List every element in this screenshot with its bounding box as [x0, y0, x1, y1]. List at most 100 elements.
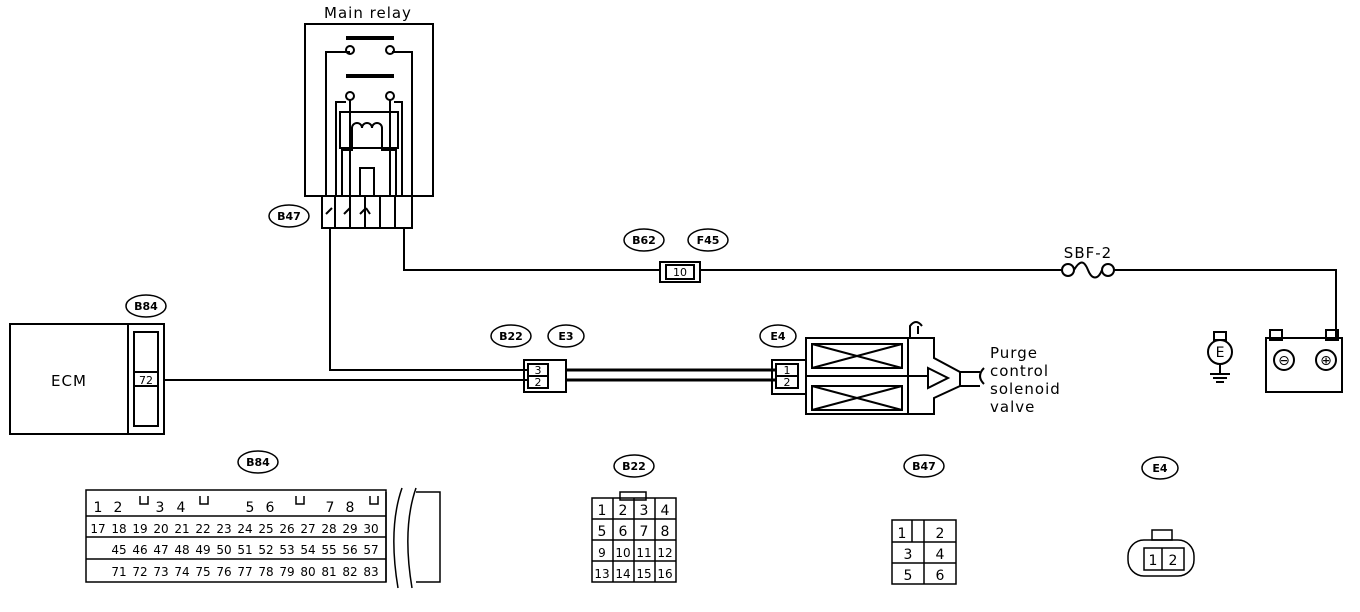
face-b84-title: B84: [246, 456, 270, 469]
b84-pin-30: 30: [363, 522, 378, 536]
b84-pin-20: 20: [153, 522, 168, 536]
connector-b47-label: B47: [277, 210, 301, 223]
b84-pin-55: 55: [321, 543, 336, 557]
oval-face-b84: [237, 450, 279, 474]
oval-e4: [759, 324, 797, 348]
pin-e4-1: 1: [784, 364, 791, 377]
b84-pin-83: 83: [363, 565, 378, 579]
b84-face: [85, 487, 441, 589]
b47-pin-1: 1: [898, 526, 907, 542]
main-relay-label: Main relay: [324, 4, 412, 22]
b84-pin-50: 50: [216, 543, 231, 557]
b84-pin-48: 48: [174, 543, 189, 557]
b84-pin-71: 71: [111, 565, 126, 579]
sbf-label: SBF-2: [1064, 244, 1112, 262]
pin-b22-2: 2: [535, 376, 542, 389]
b22-pin-1: 1: [598, 503, 607, 519]
b84-pin-82: 82: [342, 565, 357, 579]
b84-pin-5: 5: [246, 500, 255, 516]
face-b47-title: B47: [912, 460, 936, 473]
b84-pin-45: 45: [111, 543, 126, 557]
purge-label-4: valve: [990, 398, 1035, 416]
oval-f45: [687, 228, 729, 252]
connector-e4-label: E4: [770, 330, 786, 343]
b84-pin-49: 49: [195, 543, 210, 557]
connector-f45-label: F45: [697, 234, 720, 247]
b84-pin-74: 74: [174, 565, 189, 579]
connector-b84-label: B84: [134, 300, 158, 313]
b84-pin-46: 46: [132, 543, 147, 557]
b84-pin-29: 29: [342, 522, 357, 536]
b84-pin-77: 77: [237, 565, 252, 579]
wire-relay-to-b62: [403, 228, 660, 271]
b84-pin-80: 80: [300, 565, 315, 579]
b84-pin-79: 79: [279, 565, 294, 579]
b84-pin-57: 57: [363, 543, 378, 557]
b84-pin-2: 2: [114, 500, 123, 516]
b22-pin-11: 11: [636, 546, 651, 560]
b84-pin-8: 8: [346, 500, 355, 516]
pin-e4-2: 2: [784, 376, 791, 389]
b84-pin-78: 78: [258, 565, 273, 579]
wire-sbf-to-battery: [1114, 269, 1337, 338]
pin-ecm-72: 72: [139, 374, 153, 387]
b84-pin-23: 23: [216, 522, 231, 536]
b62-connector: [659, 261, 701, 283]
b84-pin-52: 52: [258, 543, 273, 557]
purge-label-1: Purge: [990, 344, 1038, 362]
b84-pin-28: 28: [321, 522, 336, 536]
battery: [1265, 329, 1343, 393]
b22-pin-10: 10: [615, 546, 630, 560]
b47-pin-3: 3: [904, 547, 913, 563]
purge-solenoid: [805, 321, 985, 415]
b22-pin-8: 8: [661, 524, 670, 540]
b84-pin-18: 18: [111, 522, 126, 536]
b47-pin-6: 6: [936, 568, 945, 584]
b84-pin-51: 51: [237, 543, 252, 557]
b84-pin-56: 56: [342, 543, 357, 557]
b22-pin-6: 6: [619, 524, 628, 540]
b22-pin-3: 3: [640, 503, 649, 519]
b84-pin-24: 24: [237, 522, 252, 536]
e4-face: [1127, 529, 1195, 577]
b47-pin-5: 5: [904, 568, 913, 584]
e4-face-pin-2: 2: [1169, 553, 1178, 569]
face-b22-title: B22: [622, 460, 646, 473]
b22-face: [591, 491, 677, 583]
b84-pin-81: 81: [321, 565, 336, 579]
b47-face: [891, 519, 957, 585]
e4-face-pin-1: 1: [1149, 553, 1158, 569]
b84-pin-47: 47: [153, 543, 168, 557]
oval-b84: [125, 294, 167, 318]
purge-label-3: solenoid: [990, 380, 1061, 398]
b84-pin-25: 25: [258, 522, 273, 536]
main-relay-body: [304, 23, 434, 197]
ecm-label: ECM: [51, 372, 87, 390]
b22-pin-4: 4: [661, 503, 670, 519]
wire-relay-to-b22: [329, 228, 528, 371]
b84-pin-6: 6: [266, 500, 275, 516]
b22-pin-13: 13: [594, 567, 609, 581]
b84-pin-76: 76: [216, 565, 231, 579]
pin-b62-10: 10: [673, 266, 687, 279]
oval-b62: [623, 228, 665, 252]
b84-pin-22: 22: [195, 522, 210, 536]
oval-b22: [490, 324, 532, 348]
oval-face-e4: [1141, 456, 1179, 480]
b84-pin-73: 73: [153, 565, 168, 579]
b22-pin-16: 16: [657, 567, 672, 581]
battery-neg-label: ⊖: [1278, 353, 1290, 369]
b84-pin-21: 21: [174, 522, 189, 536]
battery-pos-label: ⊕: [1320, 353, 1332, 369]
connector-e3-label: E3: [558, 330, 573, 343]
b22-pin-5: 5: [598, 524, 607, 540]
b84-pin-7: 7: [326, 500, 335, 516]
b84-pin-26: 26: [279, 522, 294, 536]
b84-pin-75: 75: [195, 565, 210, 579]
main-relay-connector: [321, 195, 413, 229]
b47-pin-2: 2: [936, 526, 945, 542]
b22-e3-connector: [523, 359, 567, 393]
ground-symbol: [1207, 331, 1233, 383]
connector-b62-label: B62: [632, 234, 656, 247]
